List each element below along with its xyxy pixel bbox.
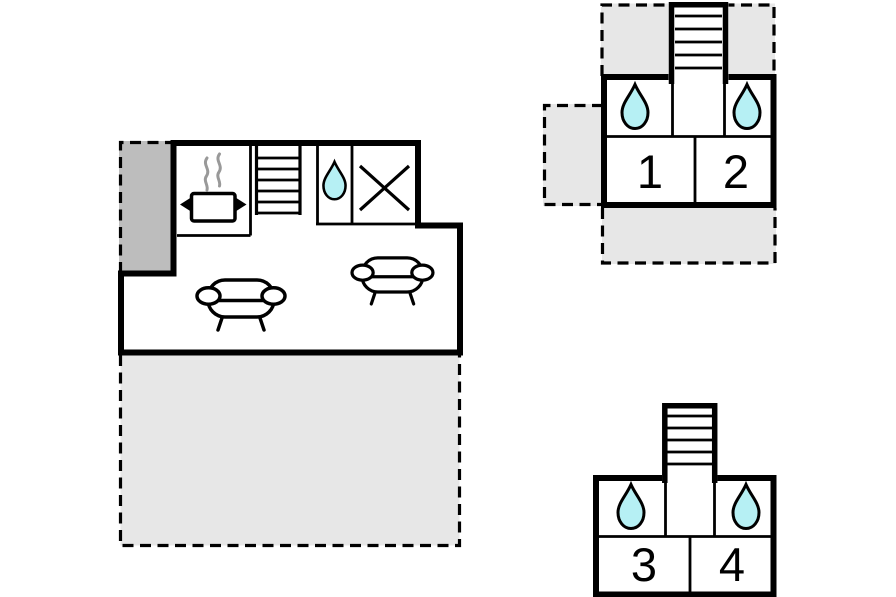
- terrace-dashed-border: [118, 355, 462, 548]
- room-3-label: 3: [631, 538, 657, 591]
- staircase-icon: [668, 2, 729, 86]
- staircase-steps: [255, 156, 302, 215]
- window-cross-icon: [358, 164, 411, 212]
- stove-pot-icon: [180, 152, 247, 223]
- pot-handle-right: [235, 197, 247, 212]
- staircase-icon: [662, 403, 718, 485]
- room-2-label: 2: [723, 145, 749, 198]
- staircase-icon: [254, 145, 302, 215]
- terrace: [118, 355, 462, 548]
- apartment-block-upper: 1 2: [542, 2, 777, 265]
- annex: [118, 140, 177, 275]
- terrace-top-dashed-border: [600, 3, 776, 76]
- terrace-bottom-fill: [602, 208, 776, 264]
- annex-dashed-border: [118, 140, 172, 273]
- bathroom-partition-wall: [316, 143, 415, 226]
- building-outline-wall: [118, 140, 463, 356]
- cross-lines: [358, 164, 411, 212]
- terrace-left-fill: [543, 104, 603, 206]
- pot-body: [189, 191, 237, 223]
- staircase-walls: [662, 403, 718, 483]
- bathroom-compartment: [316, 143, 415, 226]
- room-1-label: 1: [637, 145, 663, 198]
- steam-icon: [216, 152, 222, 188]
- room-4-label: 4: [719, 538, 745, 591]
- lower-unit-partition-walls: [596, 483, 774, 594]
- upper-unit-partition-walls: [604, 84, 774, 205]
- pot-handle-left: [180, 197, 191, 212]
- main-building: [118, 140, 463, 548]
- terrace-fill: [120, 355, 460, 546]
- staircase-walls: [668, 2, 729, 84]
- terrace-bottom: [600, 208, 777, 265]
- terrace-bottom-dashed-border: [600, 208, 777, 265]
- steam-icon: [203, 156, 210, 192]
- annex-fill: [119, 141, 177, 275]
- staircase-steps: [675, 14, 722, 70]
- terrace-left-dashed-border: [542, 103, 603, 207]
- terrace-left: [542, 103, 603, 207]
- kitchen-area: [177, 143, 252, 237]
- kitchen-partition-wall: [177, 143, 252, 237]
- apartment-block-lower: 3 4: [593, 403, 777, 597]
- staircase-steps: [667, 414, 712, 466]
